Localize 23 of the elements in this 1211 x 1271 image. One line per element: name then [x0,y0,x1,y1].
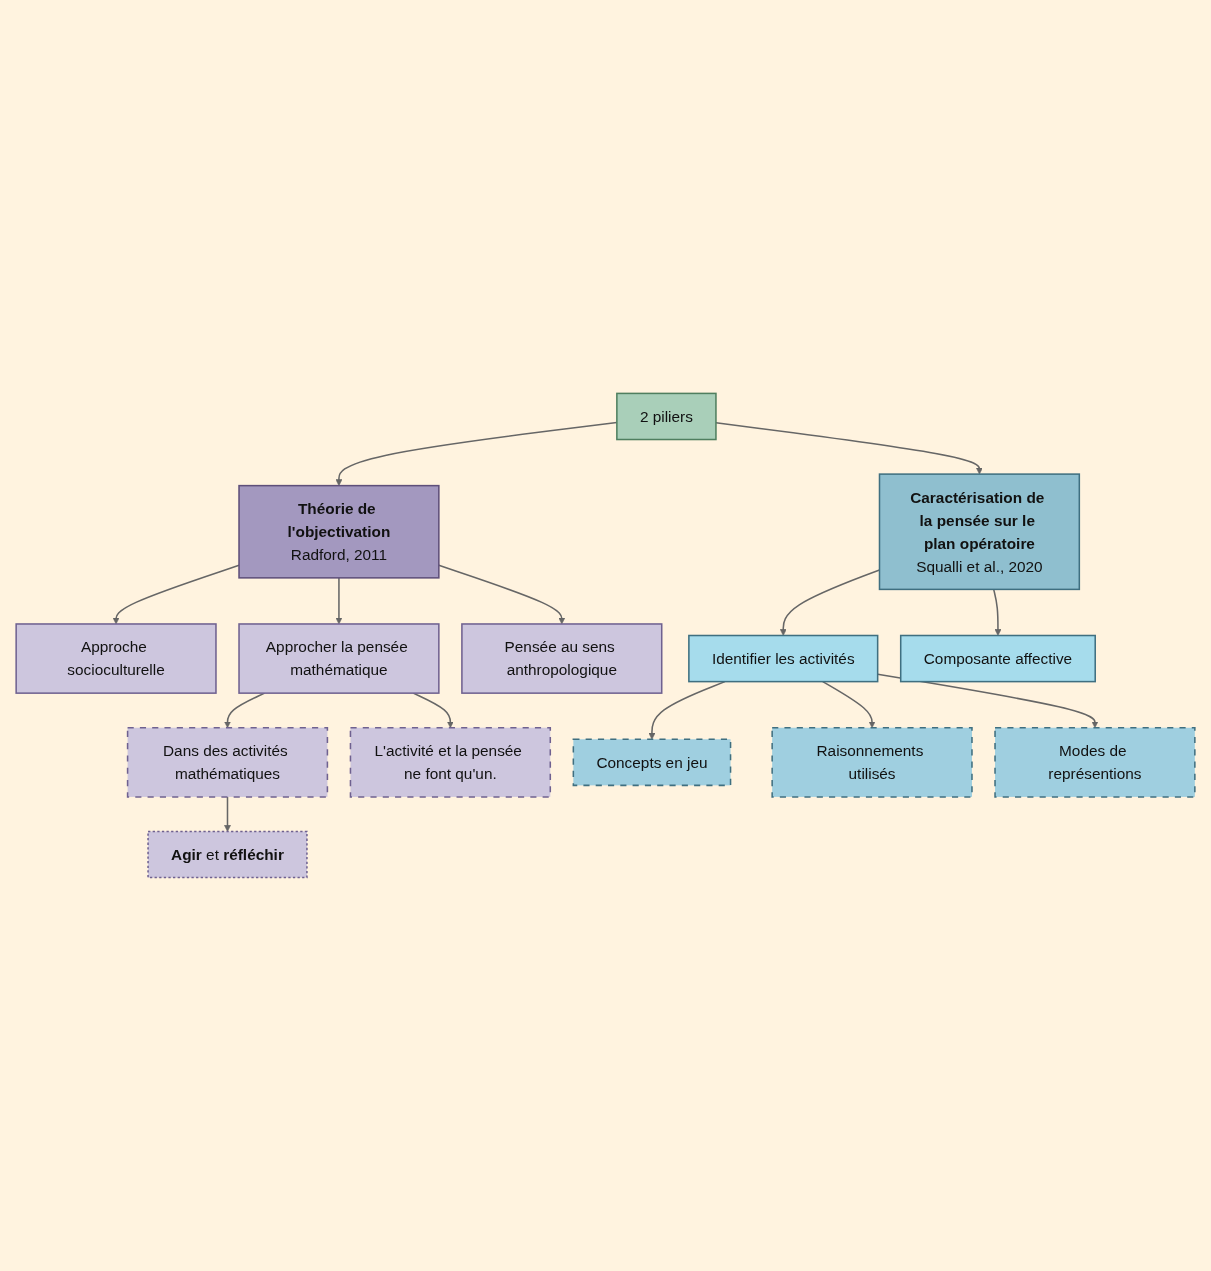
node-box: Composante affective [899,634,1096,683]
node-box: Approche socioculturelle [15,623,217,694]
node-box: Théorie de l'objectivation Radford, 2011 [238,484,440,579]
arrow [821,680,876,729]
arrow [412,692,454,729]
node-box: Concepts en jeu [572,738,732,787]
node-box: Agir et réfléchir [147,830,308,879]
node-box: Approcher la pensée mathématique [238,623,440,694]
node-box: Modes de représentions [994,726,1196,798]
node-box: Caractérisation de la pensée sur le plan opératoire Squalli et al., 2020 [878,473,1081,591]
arrow [335,577,343,625]
node-box: Dans des activités mathématiques [126,726,329,798]
arrow [112,564,240,625]
node-box: Identifier les activités [688,634,879,683]
node-box: Raisonnements utilisés [771,726,973,798]
arrow [224,796,231,832]
arrow [438,564,566,625]
node-box: 2 piliers [616,392,717,441]
arrow [715,422,983,475]
arrow [992,588,1002,636]
arrow [648,680,726,740]
node-box: Pensée au sens anthropologique [461,623,663,694]
node-box: L'activité et la pensée ne font qu'un. [349,726,552,798]
